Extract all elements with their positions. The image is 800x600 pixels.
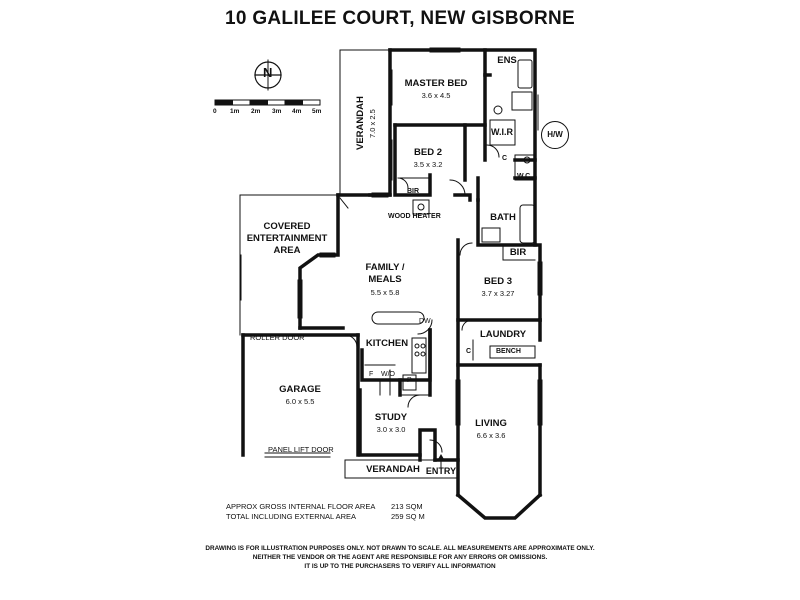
outdoor-outlines bbox=[239, 47, 543, 479]
room-bed-2-size: 3.5 x 3.2 bbox=[413, 160, 443, 169]
disclaimer-line: NEITHER THE VENDOR OR THE AGENT ARE RESP… bbox=[252, 554, 548, 561]
room-ens: ENS bbox=[497, 55, 517, 66]
room-master-bed-size: 3.6 x 4.5 bbox=[421, 91, 451, 100]
room-garage: GARAGE bbox=[279, 384, 321, 395]
wood-heater-label: WOOD HEATER bbox=[388, 213, 441, 220]
room-bir-bed-2: BIR bbox=[407, 188, 420, 195]
scale-tick: 5m bbox=[312, 108, 322, 115]
entry-label: ENTRY bbox=[425, 466, 457, 476]
disclaimer-line: DRAWING IS FOR ILLUSTRATION PURPOSES ONL… bbox=[205, 545, 595, 552]
room-c-laundry: C bbox=[466, 348, 472, 355]
total-area-value: 259 SQ M bbox=[391, 512, 425, 521]
room-bed-3-size: 3.7 x 3.27 bbox=[481, 289, 515, 298]
room-verandah-top: VERANDAH bbox=[355, 96, 366, 150]
room-wc: W.C. bbox=[517, 173, 533, 180]
scale-tick: 0 bbox=[213, 108, 217, 115]
bench-label: BENCH bbox=[496, 348, 521, 355]
scale-bar bbox=[214, 99, 321, 106]
scale-tick: 4m bbox=[292, 108, 302, 115]
room-family-meals: FAMILY / MEALS bbox=[365, 262, 405, 285]
gross-area-label: APPROX GROSS INTERNAL FLOOR AREA bbox=[226, 502, 376, 511]
room-verandah-bottom: VERANDAH bbox=[366, 464, 420, 475]
scale-tick: 3m bbox=[272, 108, 282, 115]
room-study: STUDY bbox=[374, 412, 408, 423]
room-garage-size: 6.0 x 5.5 bbox=[285, 397, 315, 406]
room-bed-3: BED 3 bbox=[484, 276, 512, 287]
hot-water-marker: H/W bbox=[541, 121, 569, 149]
room-wir: W.I.R bbox=[491, 127, 513, 137]
roller-door-label: ROLLER DOOR bbox=[250, 333, 305, 342]
room-bir-bed-3: BIR bbox=[509, 247, 527, 258]
pantry-label: P bbox=[407, 377, 412, 384]
room-c-top: C bbox=[502, 155, 508, 162]
disclaimer: DRAWING IS FOR ILLUSTRATION PURPOSES ONL… bbox=[0, 544, 800, 571]
panel-lift-door-label: PANEL LIFT DOOR bbox=[268, 445, 334, 454]
fridge-label: F bbox=[369, 371, 374, 378]
room-study-size: 3.0 x 3.0 bbox=[376, 425, 406, 434]
exterior-walls bbox=[241, 48, 543, 520]
scale-tick: 1m bbox=[230, 108, 240, 115]
gross-area-value: 213 SQM bbox=[391, 502, 423, 511]
scale-tick: 2m bbox=[251, 108, 261, 115]
north-compass-icon bbox=[254, 59, 282, 91]
total-area-label: TOTAL INCLUDING EXTERNAL AREA bbox=[226, 512, 357, 521]
room-kitchen: KITCHEN bbox=[365, 338, 409, 349]
dishwasher-label: DW bbox=[419, 318, 431, 325]
room-laundry: LAUNDRY bbox=[479, 329, 527, 340]
room-master-bed: MASTER BED bbox=[404, 78, 468, 89]
room-verandah-top-size: 7.0 x 2.5 bbox=[368, 109, 377, 138]
room-bed-2: BED 2 bbox=[414, 147, 442, 158]
disclaimer-line: IT IS UP TO THE PURCHASERS TO VERIFY ALL… bbox=[304, 563, 496, 570]
walk-in-pantry-label: W/O bbox=[381, 371, 395, 378]
compass-north-label: N bbox=[263, 65, 273, 80]
room-family-meals-size: 5.5 x 5.8 bbox=[370, 288, 400, 297]
room-living-size: 6.6 x 3.6 bbox=[476, 431, 506, 440]
room-living: LIVING bbox=[475, 418, 507, 429]
page-title: 10 GALILEE COURT, NEW GISBORNE bbox=[225, 8, 575, 29]
room-covered-entertainment: COVERED ENTERTAINMENT AREA bbox=[246, 221, 328, 256]
room-bath: BATH bbox=[490, 212, 516, 223]
